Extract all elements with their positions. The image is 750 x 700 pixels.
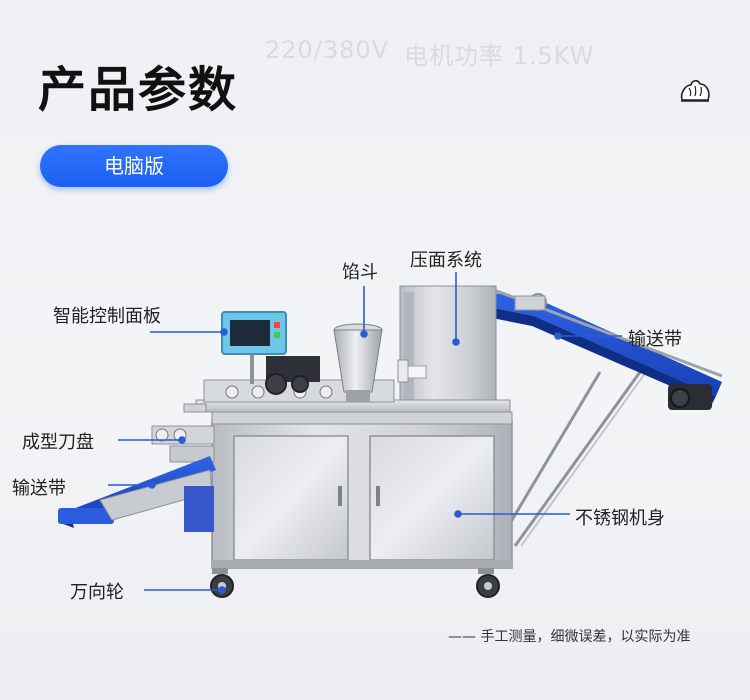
callout-filling-hopper: 馅斗 bbox=[342, 262, 378, 283]
callout-stainless-body: 不锈钢机身 bbox=[575, 508, 665, 529]
callout-pressing-system: 压面系统 bbox=[410, 250, 482, 271]
steamed-bun-icon bbox=[680, 79, 710, 102]
computer-version-tab[interactable]: 电脑版 bbox=[40, 145, 228, 187]
background-voltage-text: 220/380V bbox=[265, 36, 390, 64]
left-conveyor-belt bbox=[58, 456, 216, 532]
callout-conveyor-left: 输送带 bbox=[12, 478, 66, 499]
right-conveyor-belt bbox=[482, 288, 723, 410]
forming-cutter-disc bbox=[151, 425, 215, 463]
callout-casters: 万向轮 bbox=[70, 582, 124, 603]
conveyor-support-frame bbox=[504, 371, 647, 547]
control-panel bbox=[221, 311, 287, 384]
callout-pointers bbox=[108, 272, 622, 594]
callout-control-panel: 智能控制面板 bbox=[53, 306, 161, 327]
measurement-disclaimer: —— 手工测量，细微误差，以实际为准 bbox=[448, 629, 691, 645]
pressing-system-tower bbox=[397, 285, 497, 413]
filling-hopper bbox=[333, 323, 383, 402]
callout-forming-cutter: 成型刀盘 bbox=[22, 432, 94, 453]
caster-wheels bbox=[210, 568, 500, 598]
page-title: 产品参数 bbox=[38, 62, 239, 118]
callout-conveyor-right: 输送带 bbox=[628, 329, 682, 350]
background-power-text: 电机功率 1.5KW bbox=[404, 42, 595, 70]
stainless-steel-body bbox=[211, 411, 513, 569]
